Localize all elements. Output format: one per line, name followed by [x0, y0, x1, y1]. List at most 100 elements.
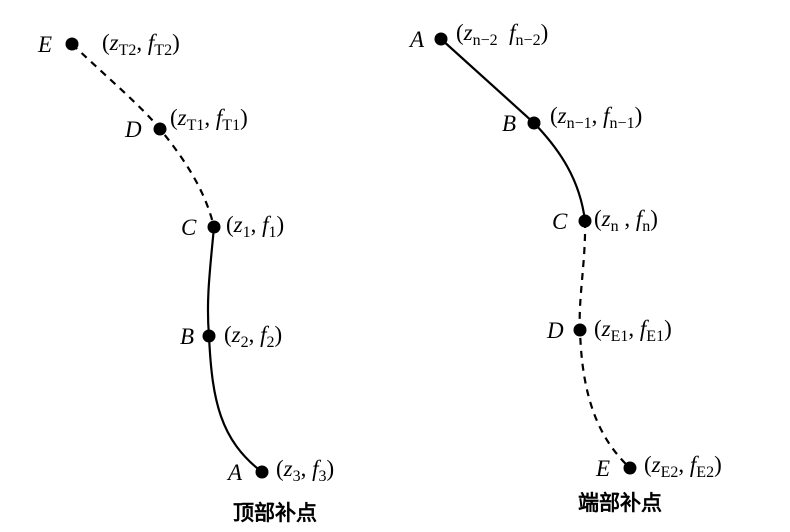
coord-f-sub: 1: [269, 224, 277, 241]
dashed-extension-curve: [71, 43, 216, 228]
coord-f: f: [148, 30, 158, 55]
point-letter: D: [546, 318, 564, 343]
point-group: C(zn , fn): [552, 206, 658, 235]
coord-f-sub: T2: [154, 42, 172, 59]
coord-z: z: [601, 206, 611, 231]
point-group: C(z1, f1): [181, 212, 284, 241]
coord-z-sub: n−1: [567, 115, 592, 132]
point-letter: D: [124, 117, 142, 142]
point-letter: E: [595, 456, 610, 481]
point-coordinate-label: (zE1, fE1): [594, 316, 672, 345]
coord-open: (: [550, 103, 558, 128]
coord-f-sub: E2: [696, 464, 714, 481]
point-coordinate-label: (zn−2 fn−2): [456, 20, 548, 49]
coord-z: z: [463, 20, 473, 45]
coord-f: f: [260, 322, 270, 347]
coord-sep: ,: [249, 322, 261, 347]
coord-close: ): [327, 456, 335, 481]
point-letter: B: [502, 111, 516, 136]
coord-open: (: [102, 30, 110, 55]
coord-f: f: [636, 206, 646, 231]
coord-close: ): [275, 322, 283, 347]
coord-open: (: [594, 206, 602, 231]
coord-close: ): [664, 316, 672, 341]
coord-z-sub: E1: [611, 328, 629, 345]
point-letter: B: [180, 324, 194, 349]
coord-close: ): [541, 20, 549, 45]
point-group: B (zn−1, fn−1): [502, 103, 642, 136]
coord-z-sub: E2: [661, 464, 679, 481]
coord-z: z: [557, 103, 567, 128]
point-group: D (zT1, fT1): [124, 105, 248, 142]
coord-close: ): [650, 206, 658, 231]
coord-open: (: [170, 105, 178, 130]
point-coordinate-label: (zn−1, fn−1): [550, 103, 642, 132]
coord-f-sub: n: [642, 218, 650, 235]
coord-f: f: [262, 212, 272, 237]
coord-f-sub: E1: [646, 328, 664, 345]
coord-f-sub: n−1: [610, 115, 635, 132]
coord-open: (: [276, 456, 284, 481]
coord-close: ): [714, 452, 722, 477]
coord-open: (: [224, 322, 232, 347]
point-marker: [578, 214, 592, 228]
coord-z-sub: 2: [241, 334, 249, 351]
coord-z: z: [601, 316, 611, 341]
point-coordinate-label: (zE2, fE2): [644, 452, 722, 481]
point-group: A(zn−2 fn−2): [408, 20, 548, 52]
point-coordinate-label: (zT1, fT1): [170, 105, 248, 134]
coord-open: (: [456, 20, 464, 45]
point-group: D (zE1, fE1): [546, 316, 672, 345]
point-coordinate-label: (zn , fn): [594, 206, 658, 235]
point-letter: C: [552, 209, 568, 234]
point-group: E(zE2, fE2): [595, 452, 722, 481]
coord-z: z: [233, 212, 243, 237]
coord-sep: ,: [592, 103, 604, 128]
caption-top-supplement: 顶部补点: [233, 501, 317, 525]
coord-z-sub: n−2: [473, 32, 498, 49]
point-marker: [207, 220, 221, 234]
point-letter: A: [408, 27, 425, 52]
point-marker: [255, 465, 269, 479]
point-coordinate-label: (z2, f2): [224, 322, 282, 351]
coord-f: f: [509, 20, 519, 45]
coord-sep: ,: [136, 30, 148, 55]
coord-z-sub: 1: [243, 224, 251, 241]
solid-data-curve: [206, 226, 263, 473]
coord-sep: ,: [628, 316, 640, 341]
coord-sep: ,: [301, 456, 313, 481]
coord-f: f: [216, 105, 226, 130]
point-group: E(zT2, fT2): [37, 30, 180, 59]
point-marker: [202, 329, 216, 343]
coord-z: z: [283, 456, 293, 481]
point-marker: [153, 122, 167, 136]
coord-z-sub: 3: [293, 468, 301, 485]
caption-end-supplement: 端部补点: [578, 491, 662, 515]
coord-open: (: [644, 452, 652, 477]
coord-z: z: [109, 30, 119, 55]
coord-z-sub: T2: [119, 42, 137, 59]
coord-z: z: [231, 322, 241, 347]
coord-z: z: [651, 452, 661, 477]
point-group: B(z2, f2): [180, 322, 282, 351]
coord-sep: ,: [251, 212, 263, 237]
coord-sep: ,: [678, 452, 690, 477]
coord-f: f: [690, 452, 700, 477]
coord-close: ): [635, 103, 643, 128]
point-coordinate-label: (z3, f3): [276, 456, 334, 485]
point-marker: [623, 461, 637, 475]
coord-f-sub: 3: [319, 468, 327, 485]
point-coordinate-label: (zT2, fT2): [102, 30, 180, 59]
coord-f-sub: 2: [267, 334, 275, 351]
coord-sep: ,: [204, 105, 216, 130]
coord-z-sub: n: [611, 218, 619, 235]
point-coordinate-label: (z1, f1): [226, 212, 284, 241]
coord-close: ): [277, 212, 285, 237]
coord-open: (: [226, 212, 234, 237]
point-marker: [434, 32, 448, 46]
coord-open: (: [594, 316, 602, 341]
coord-sep: ,: [619, 206, 636, 231]
point-marker: [573, 323, 587, 337]
point-group: A(z3, f3): [226, 456, 334, 485]
